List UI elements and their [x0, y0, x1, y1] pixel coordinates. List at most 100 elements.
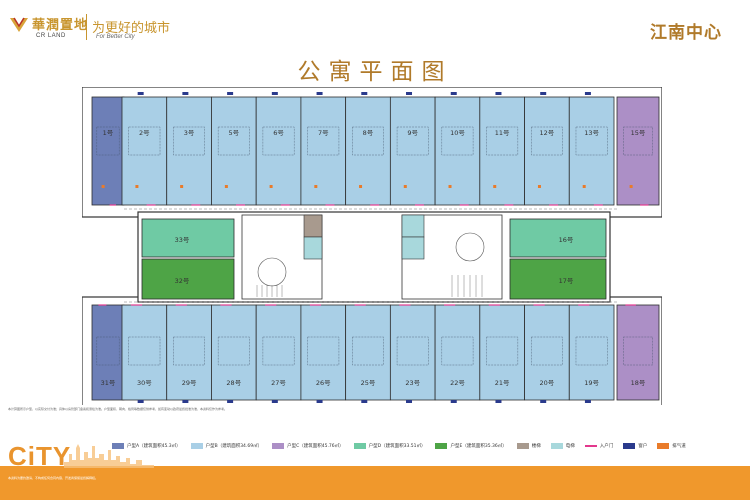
left-elevator-top [303, 214, 323, 238]
legend-label: 户型B（建筑面积34.69㎡） [205, 444, 263, 449]
unit-bottom-3 [166, 304, 212, 401]
disclaimer: 本计算图所示户型，以实际交付为准；具体以房管部门备案和测绘为准。户型面积、朝向、… [8, 407, 228, 411]
window-icon [406, 92, 413, 95]
header: 華潤置地 CR LAND 为更好的城市 For Better City 江南中心 [0, 0, 750, 52]
unit-16 [509, 218, 607, 258]
unit-bottom-room-10 [486, 336, 519, 366]
vent-icon [403, 185, 407, 188]
legend-label: 入户门 [599, 444, 614, 449]
vent-icon [314, 185, 318, 188]
window-icon [316, 400, 323, 403]
window-icon [271, 400, 278, 403]
window-icon [137, 92, 144, 95]
window-icon [584, 92, 591, 95]
window-icon [361, 400, 368, 403]
unit-top-label-3: 3号 [184, 129, 195, 137]
legend-item-9: 窗户 [623, 443, 647, 449]
window-icon [495, 92, 502, 95]
unit-top-11 [524, 96, 570, 206]
right-elevator-top [401, 214, 425, 238]
unit-top-label-2: 2号 [139, 129, 150, 137]
legend-swatch [353, 443, 366, 449]
unit-top-room-6 [307, 126, 340, 156]
unit-top-room-9 [441, 126, 474, 156]
unit-top-room-2 [128, 126, 161, 156]
unit-bottom-label-5: 27号 [271, 379, 286, 387]
unit-top-room-3 [173, 126, 205, 156]
cr-land-logo-icon [10, 17, 28, 32]
unit-bottom-11 [524, 304, 570, 401]
left-elevator-bottom [303, 236, 323, 260]
legend-item-3: 户型C（建筑面积45.76㎡） [272, 443, 344, 449]
window-icon [227, 400, 234, 403]
unit-top-1 [91, 96, 125, 206]
unit-bottom-label-7: 25号 [361, 379, 376, 387]
vent-icon [448, 185, 452, 188]
unit-top-room-12 [575, 126, 608, 156]
unit-top-label-4: 5号 [228, 129, 239, 137]
unit-top-room-5 [262, 126, 295, 156]
unit-bottom-4 [211, 304, 257, 401]
legend-item-8: 入户门 [584, 443, 614, 449]
city-logo: CiTY [8, 441, 72, 471]
unit-top-room-13 [623, 126, 653, 156]
legend-swatch [657, 443, 670, 449]
slogan-en: For Better City [96, 34, 135, 40]
window-icon [182, 400, 189, 403]
vent-icon [224, 185, 228, 188]
unit-32 [141, 258, 235, 300]
unit-top-13 [616, 96, 660, 206]
unit-bottom-label-6: 26号 [316, 379, 331, 387]
legend-item-2: 户型B（建筑面积34.69㎡） [190, 443, 263, 449]
unit-top-7 [345, 96, 391, 206]
unit-bottom-room-6 [307, 336, 340, 366]
unit-top-2 [121, 96, 168, 206]
legend-label: 排气道 [672, 444, 686, 449]
legend-label: 户型C（建筑面积45.76㎡） [287, 444, 344, 449]
legend-swatch [550, 443, 563, 449]
unit-bottom-6 [300, 304, 347, 401]
vent-icon [269, 185, 273, 188]
legend-item-1: 户型A（建筑面积45.3㎡） [112, 443, 181, 449]
unit-top-room-10 [486, 126, 519, 156]
unit-top-room-8 [396, 126, 429, 156]
unit-top-room-1 [96, 126, 120, 156]
unit-bottom-room-13 [623, 336, 653, 366]
vent-icon [582, 185, 586, 188]
window-icon [450, 400, 457, 403]
logo-en: CR LAND [36, 33, 66, 39]
unit-bottom-label-9: 22号 [450, 379, 465, 387]
unit-top-room-7 [352, 126, 384, 156]
unit-bottom-9 [434, 304, 481, 401]
legend-swatch [435, 443, 448, 449]
vent-icon [359, 185, 363, 188]
legend-label: 户型E（建筑面积35.36㎡） [450, 444, 507, 449]
unit-top-label-6: 7号 [318, 129, 329, 137]
unit-bottom-label-11: 20号 [540, 379, 555, 387]
unit-16-label: 16号 [559, 236, 574, 244]
unit-top-3 [166, 96, 212, 206]
unit-bottom-label-1: 31号 [101, 379, 116, 387]
unit-top-12 [568, 96, 615, 206]
legend-label: 窗户 [638, 444, 648, 449]
footer-note: 本资料为要约邀请，不构成任何合同内容，开发商保留最终解释权。 [8, 476, 99, 480]
unit-bottom-room-2 [128, 336, 161, 366]
skyline-icon [64, 444, 154, 468]
unit-top-label-13: 15号 [631, 129, 646, 137]
window-icon [584, 400, 591, 403]
vent-icon [629, 185, 633, 188]
legend: 户型A（建筑面积45.3㎡） 户型B（建筑面积34.69㎡） 户型C（建筑面积45.… [112, 440, 686, 452]
legend-label: 户型D（建筑面积33.51㎡） [368, 444, 426, 449]
unit-bottom-1 [91, 304, 125, 401]
unit-top-label-7: 8号 [363, 129, 374, 137]
legend-item-10: 排气道 [657, 443, 686, 449]
vent-icon [101, 185, 105, 188]
window-icon [540, 400, 547, 403]
unit-bottom-label-8: 23号 [405, 379, 420, 387]
unit-17 [509, 258, 607, 300]
unit-bottom-13 [616, 304, 660, 401]
unit-top-8 [389, 96, 436, 206]
legend-swatch [190, 443, 203, 449]
legend-swatch [623, 443, 636, 449]
project-name: 江南中心 [650, 23, 722, 43]
